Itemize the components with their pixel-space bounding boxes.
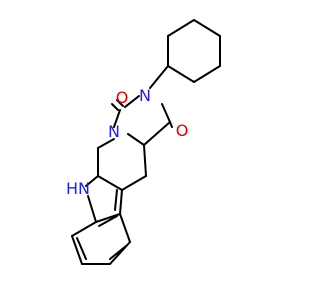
bond	[124, 95, 140, 108]
bond	[193, 65, 221, 83]
molecule-diagram: N N O O N H	[66, 19, 221, 265]
bond	[87, 195, 97, 223]
bond	[114, 189, 118, 211]
bond	[113, 109, 121, 128]
bond	[109, 245, 127, 260]
bond	[98, 215, 118, 227]
pyrrole-ring	[85, 175, 123, 223]
bond	[109, 241, 131, 265]
bond	[167, 19, 195, 37]
bond	[97, 175, 123, 191]
bond	[119, 189, 123, 215]
hydrogen-label: H	[66, 179, 78, 198]
bond	[119, 213, 131, 243]
cyclohexyl-ring	[167, 19, 221, 83]
oxygen-label: O	[116, 88, 129, 107]
bond	[76, 237, 87, 260]
bond	[97, 138, 115, 149]
bond	[85, 175, 99, 187]
structure-svg: N N O O N H	[66, 19, 221, 265]
benzene-ring	[71, 213, 131, 265]
oxygen-label: O	[176, 121, 189, 140]
bond	[143, 144, 147, 177]
bond	[193, 19, 221, 37]
bond	[121, 175, 147, 191]
bond	[71, 221, 97, 237]
bond	[161, 103, 171, 123]
bond	[149, 65, 169, 89]
nitrogen-label: N	[78, 179, 90, 198]
bond	[169, 121, 173, 128]
bond	[71, 235, 83, 265]
piperidine-ring	[97, 138, 147, 191]
nitrogen-label: N	[139, 86, 151, 105]
bond	[127, 133, 145, 146]
bond	[95, 213, 121, 223]
bond	[143, 121, 171, 146]
hydantoin-ring	[113, 95, 171, 146]
bond	[116, 99, 124, 107]
bond	[167, 65, 195, 83]
bond	[111, 103, 119, 111]
nitrogen-label: N	[108, 122, 120, 141]
